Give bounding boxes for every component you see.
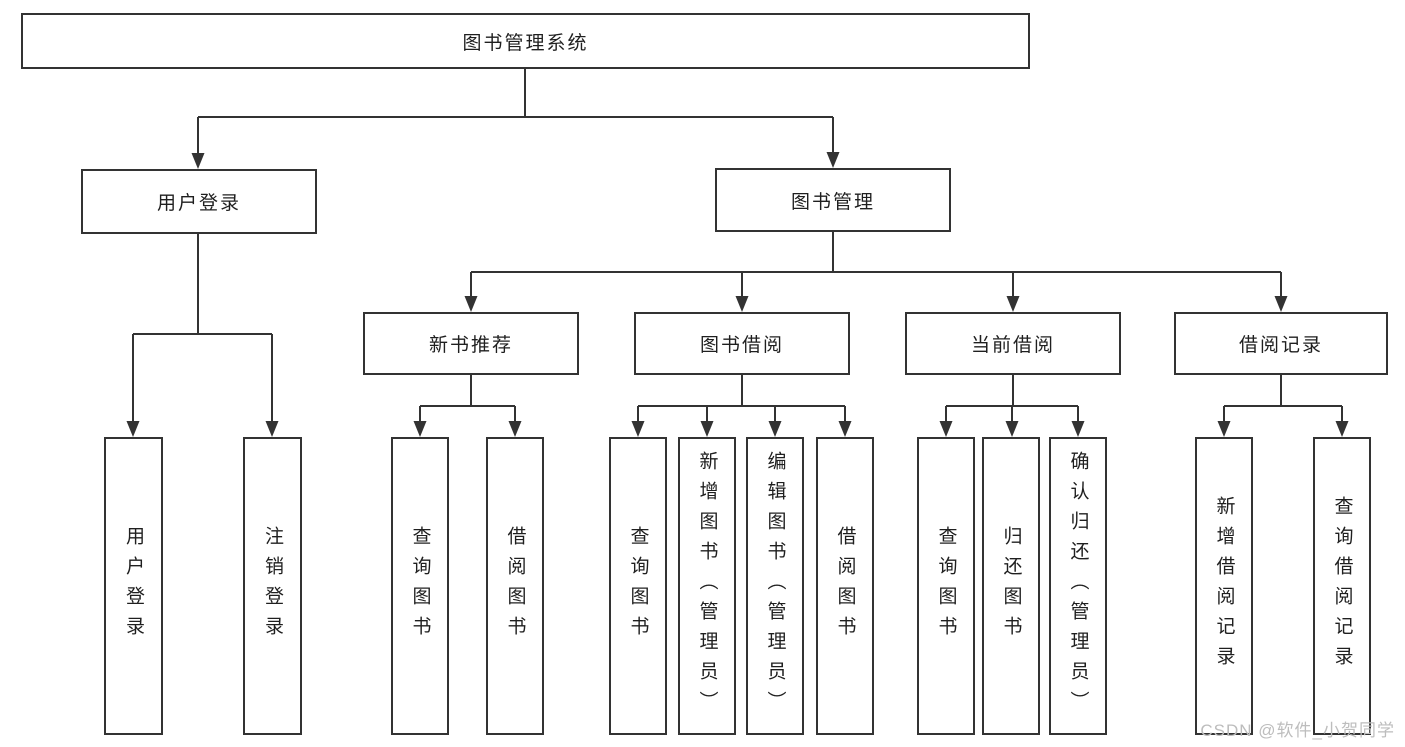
leaf-logout-login-label: 注销登录 (262, 526, 283, 646)
leaf-logout-login: 注销登录 (243, 437, 302, 735)
node-book-borrowing: 图书借阅 (634, 312, 850, 375)
node-root: 图书管理系统 (21, 13, 1030, 69)
node-user-login-label: 用户登录 (156, 193, 241, 214)
leaf-records-query-record: 查询借阅记录 (1313, 437, 1371, 735)
leaf-borrowing-add-book-admin-label: 新增图书（管理员） (696, 451, 718, 721)
leaf-current-confirm-return-admin: 确认归还（管理员） (1049, 437, 1107, 735)
leaf-newbook-query-book-label: 查询图书 (409, 526, 431, 646)
leaf-current-return-book: 归还图书 (982, 437, 1040, 735)
node-new-book-recommend: 新书推荐 (363, 312, 579, 375)
leaf-borrowing-add-book-admin: 新增图书（管理员） (678, 437, 736, 735)
leaf-borrowing-edit-book-admin-label: 编辑图书（管理员） (764, 451, 786, 721)
leaf-user-login-label: 用户登录 (123, 526, 144, 646)
leaf-current-confirm-return-admin-label: 确认归还（管理员） (1067, 451, 1089, 721)
leaf-records-query-record-label: 查询借阅记录 (1331, 496, 1353, 676)
leaf-borrowing-borrow-book: 借阅图书 (816, 437, 874, 735)
node-new-book-recommend-label: 新书推荐 (428, 335, 513, 356)
node-book-management: 图书管理 (715, 168, 951, 232)
leaf-user-login: 用户登录 (104, 437, 163, 735)
leaf-current-query-book-label: 查询图书 (935, 526, 957, 646)
node-borrowing-records-label: 借阅记录 (1238, 335, 1323, 356)
node-user-login: 用户登录 (81, 169, 317, 234)
leaf-newbook-borrow-book-label: 借阅图书 (504, 526, 526, 646)
node-book-management-label: 图书管理 (790, 191, 875, 213)
leaf-borrowing-query-book: 查询图书 (609, 437, 667, 735)
leaf-newbook-query-book: 查询图书 (391, 437, 449, 735)
leaf-current-return-book-label: 归还图书 (1000, 526, 1022, 646)
leaf-borrowing-edit-book-admin: 编辑图书（管理员） (746, 437, 804, 735)
leaf-borrowing-borrow-book-label: 借阅图书 (834, 526, 856, 646)
node-current-borrowing: 当前借阅 (905, 312, 1121, 375)
leaf-current-query-book: 查询图书 (917, 437, 975, 735)
node-borrowing-records: 借阅记录 (1174, 312, 1388, 375)
leaf-borrowing-query-book-label: 查询图书 (627, 526, 649, 646)
node-current-borrowing-label: 当前借阅 (970, 335, 1055, 356)
csdn-watermark: CSDN @软件_小贺同学 (1200, 721, 1395, 740)
leaf-records-add-record-label: 新增借阅记录 (1213, 496, 1235, 676)
leaf-newbook-borrow-book: 借阅图书 (486, 437, 544, 735)
node-book-borrowing-label: 图书借阅 (699, 335, 784, 356)
leaf-records-add-record: 新增借阅记录 (1195, 437, 1253, 735)
node-root-label: 图书管理系统 (462, 32, 589, 54)
